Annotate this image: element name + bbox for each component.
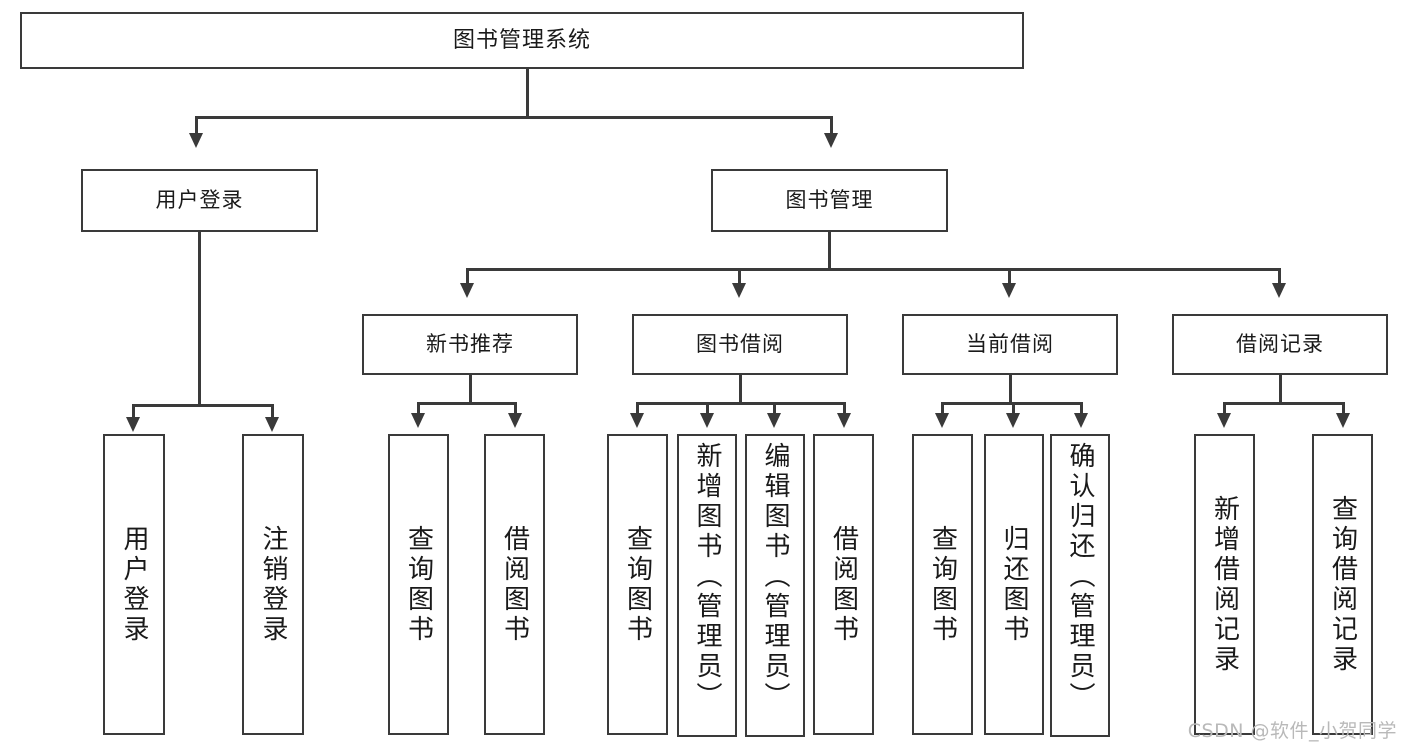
connector-bb-drop-2 xyxy=(706,402,709,416)
connector-root-to-user-login xyxy=(195,116,198,136)
connector-user-login-drop-2 xyxy=(271,404,274,420)
connector-level3-drop-4 xyxy=(1278,268,1281,286)
arrow-nbr-leaf-2 xyxy=(508,413,522,428)
connector-user-login-stem xyxy=(198,232,201,406)
connector-current-borrow-bus xyxy=(941,402,1080,405)
connector-book-borrow-bus xyxy=(636,402,843,405)
arrow-bb-leaf-3 xyxy=(767,413,781,428)
connector-user-login-bus xyxy=(132,404,271,407)
arrow-cb-leaf-1 xyxy=(935,413,949,428)
connector-root-stem xyxy=(526,69,529,117)
arrow-bb-leaf-2 xyxy=(700,413,714,428)
connector-new-book-recommend-stem xyxy=(469,375,472,404)
connector-cb-drop-3 xyxy=(1080,402,1083,416)
leaf-current-borrow-return-book[interactable]: 归还图书 xyxy=(984,434,1044,735)
connector-bb-drop-3 xyxy=(773,402,776,416)
arrow-bb-leaf-1 xyxy=(630,413,644,428)
connector-br-drop-2 xyxy=(1342,402,1345,416)
node-label: 编辑图书（管理员） xyxy=(760,442,790,712)
connector-root-bus xyxy=(195,116,832,119)
connector-level3-bus xyxy=(466,268,1280,271)
node-label: 借阅图书 xyxy=(828,524,859,645)
node-label: 借阅记录 xyxy=(1236,332,1324,357)
arrow-root-to-user-login xyxy=(189,133,203,148)
node-label: 图书管理系统 xyxy=(452,27,591,53)
arrow-root-to-book-management xyxy=(824,133,838,148)
connector-book-management-stem xyxy=(828,232,831,270)
arrow-cb-leaf-3 xyxy=(1074,413,1088,428)
leaf-new-book-recommend-borrow-book[interactable]: 借阅图书 xyxy=(484,434,545,735)
leaf-current-borrow-confirm-return-admin[interactable]: 确认归还（管理员） xyxy=(1050,434,1110,737)
node-label: 查询图书 xyxy=(622,524,653,645)
node-borrow-record[interactable]: 借阅记录 xyxy=(1172,314,1388,375)
leaf-book-borrow-add-book-admin[interactable]: 新增图书（管理员） xyxy=(677,434,737,737)
arrow-cb-leaf-2 xyxy=(1006,413,1020,428)
connector-current-borrow-stem xyxy=(1009,375,1012,404)
connector-bb-drop-1 xyxy=(636,402,639,416)
leaf-book-borrow-borrow-book[interactable]: 借阅图书 xyxy=(813,434,874,735)
leaf-book-borrow-edit-book-admin[interactable]: 编辑图书（管理员） xyxy=(745,434,805,737)
connector-level3-drop-2 xyxy=(738,268,741,286)
node-new-book-recommend[interactable]: 新书推荐 xyxy=(362,314,578,375)
node-label: 查询图书 xyxy=(403,524,434,645)
arrow-level3-borrow-record xyxy=(1272,283,1286,298)
arrow-user-login-leaf-1 xyxy=(126,417,140,432)
leaf-borrow-record-add-record[interactable]: 新增借阅记录 xyxy=(1194,434,1255,735)
connector-new-book-recommend-bus xyxy=(417,402,516,405)
node-label: 归还图书 xyxy=(999,524,1029,645)
node-label: 借阅图书 xyxy=(499,524,530,645)
node-label: 新增借阅记录 xyxy=(1209,494,1240,675)
node-label: 图书管理 xyxy=(785,188,874,213)
node-label: 用户登录 xyxy=(119,524,149,645)
node-label: 注销登录 xyxy=(258,524,288,645)
arrow-level3-new-book-recommend xyxy=(460,283,474,298)
node-label: 新增图书（管理员） xyxy=(692,442,722,712)
arrow-nbr-leaf-1 xyxy=(411,413,425,428)
connector-borrow-record-bus xyxy=(1223,402,1342,405)
node-label: 当前借阅 xyxy=(966,332,1054,357)
leaf-book-borrow-query-book[interactable]: 查询图书 xyxy=(607,434,668,735)
node-label: 查询借阅记录 xyxy=(1327,494,1358,675)
node-current-borrow[interactable]: 当前借阅 xyxy=(902,314,1118,375)
node-label: 用户登录 xyxy=(155,188,244,213)
arrow-level3-current-borrow xyxy=(1002,283,1016,298)
connector-root-to-book-management xyxy=(830,116,833,136)
connector-level3-drop-3 xyxy=(1008,268,1011,286)
connector-br-drop-1 xyxy=(1223,402,1226,416)
node-label: 确认归还（管理员） xyxy=(1065,442,1095,712)
node-book-borrow[interactable]: 图书借阅 xyxy=(632,314,848,375)
arrow-br-leaf-2 xyxy=(1336,413,1350,428)
arrow-bb-leaf-4 xyxy=(837,413,851,428)
leaf-current-borrow-query-book[interactable]: 查询图书 xyxy=(912,434,973,735)
connector-level3-drop-1 xyxy=(466,268,469,286)
connector-cb-drop-2 xyxy=(1012,402,1015,416)
node-label: 新书推荐 xyxy=(426,332,514,357)
node-book-management[interactable]: 图书管理 xyxy=(711,169,948,232)
node-root-book-management-system[interactable]: 图书管理系统 xyxy=(20,12,1024,69)
node-label: 图书借阅 xyxy=(696,332,784,357)
connector-borrow-record-stem xyxy=(1279,375,1282,404)
connector-user-login-drop-1 xyxy=(132,404,135,420)
leaf-user-login-logout[interactable]: 注销登录 xyxy=(242,434,304,735)
arrow-user-login-leaf-2 xyxy=(265,417,279,432)
connector-nbr-drop-2 xyxy=(514,402,517,416)
leaf-user-login-login[interactable]: 用户登录 xyxy=(103,434,165,735)
arrow-br-leaf-1 xyxy=(1217,413,1231,428)
connector-bb-drop-4 xyxy=(843,402,846,416)
node-label: 查询图书 xyxy=(927,524,958,645)
watermark-text: CSDN @软件_小贺同学 xyxy=(1187,720,1397,742)
connector-book-borrow-stem xyxy=(739,375,742,404)
node-user-login[interactable]: 用户登录 xyxy=(81,169,318,232)
connector-cb-drop-1 xyxy=(941,402,944,416)
arrow-level3-book-borrow xyxy=(732,283,746,298)
leaf-new-book-recommend-query-book[interactable]: 查询图书 xyxy=(388,434,449,735)
connector-nbr-drop-1 xyxy=(417,402,420,416)
leaf-borrow-record-query-record[interactable]: 查询借阅记录 xyxy=(1312,434,1373,735)
